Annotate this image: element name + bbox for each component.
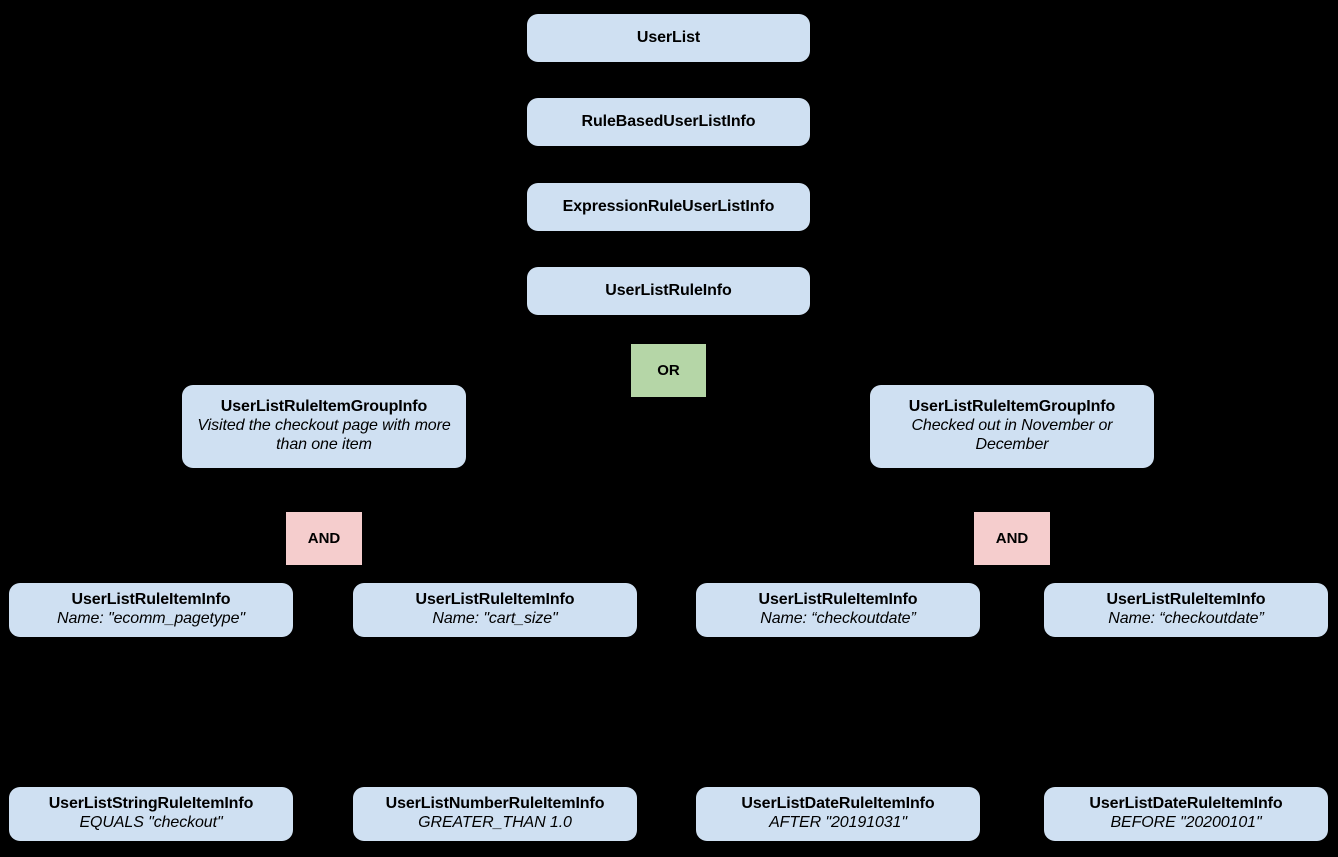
edge-groupleft-item1: [150, 467, 325, 584]
node-rule-item-2[interactable]: UserListRuleItemInfo Name: "cart_size": [353, 583, 637, 637]
node-rule-item-4[interactable]: UserListRuleItemInfo Name: “checkoutdate…: [1044, 583, 1328, 637]
node-leaf-string-rule[interactable]: UserListStringRuleItemInfo EQUALS "check…: [9, 787, 293, 841]
node-title: UserListDateRuleItemInfo: [1089, 795, 1283, 813]
node-subtitle: AFTER "20191031": [769, 814, 907, 831]
node-subtitle: Name: "ecomm_pagetype": [57, 610, 245, 627]
node-userlistruleinfo[interactable]: UserListRuleInfo: [527, 267, 810, 315]
node-group-right[interactable]: UserListRuleItemGroupInfo Checked out in…: [870, 385, 1154, 468]
operator-label: AND: [307, 529, 341, 547]
node-title: UserListDateRuleItemInfo: [741, 795, 935, 813]
node-subtitle: Name: “checkoutdate”: [760, 610, 916, 627]
node-title: UserListStringRuleItemInfo: [48, 795, 254, 813]
node-rule-item-1[interactable]: UserListRuleItemInfo Name: "ecomm_pagety…: [9, 583, 293, 637]
edge-groupright-item3: [837, 467, 1013, 584]
node-title: UserListRuleItemGroupInfo: [220, 398, 428, 416]
node-title: UserListRuleItemInfo: [758, 591, 918, 609]
node-title: UserListRuleItemInfo: [1106, 591, 1266, 609]
node-leaf-date-rule-before[interactable]: UserListDateRuleItemInfo BEFORE "2020010…: [1044, 787, 1328, 841]
node-title: UserListRuleInfo: [605, 281, 732, 299]
operator-or[interactable]: OR: [631, 344, 706, 397]
node-title: RuleBasedUserListInfo: [581, 112, 756, 130]
node-leaf-date-rule-after[interactable]: UserListDateRuleItemInfo AFTER "20191031…: [696, 787, 980, 841]
operator-and-left[interactable]: AND: [286, 512, 362, 565]
node-rulebaseduserlistinfo[interactable]: RuleBasedUserListInfo: [527, 98, 810, 146]
node-rule-item-3[interactable]: UserListRuleItemInfo Name: “checkoutdate…: [696, 583, 980, 637]
node-subtitle: EQUALS "checkout": [79, 814, 223, 831]
node-expressionruleuserlistinfo[interactable]: ExpressionRuleUserListInfo: [527, 183, 810, 231]
node-subtitle: Visited the checkout page with more than…: [197, 417, 451, 453]
edge-groupright-item4: [1011, 467, 1187, 584]
edge-userlistruleinfo-groupleft: [323, 314, 669, 386]
node-subtitle: Name: “checkoutdate”: [1108, 610, 1264, 627]
node-leaf-number-rule[interactable]: UserListNumberRuleItemInfo GREATER_THAN …: [353, 787, 637, 841]
node-title: UserListNumberRuleItemInfo: [385, 795, 605, 813]
node-title: ExpressionRuleUserListInfo: [562, 197, 775, 215]
node-subtitle: BEFORE "20200101": [1110, 814, 1262, 831]
node-title: UserListRuleItemGroupInfo: [908, 398, 1116, 416]
node-title: UserList: [636, 28, 701, 46]
node-title: UserListRuleItemInfo: [71, 591, 231, 609]
operator-label: AND: [995, 529, 1029, 547]
edge-userlistruleinfo-groupright: [667, 314, 1013, 386]
node-group-left[interactable]: UserListRuleItemGroupInfo Visited the ch…: [182, 385, 466, 468]
node-subtitle: GREATER_THAN 1.0: [418, 814, 572, 831]
node-title: UserListRuleItemInfo: [415, 591, 575, 609]
edge-groupleft-item2: [323, 467, 496, 584]
operator-label: OR: [657, 361, 680, 379]
operator-and-right[interactable]: AND: [974, 512, 1050, 565]
node-userlist[interactable]: UserList: [527, 14, 810, 62]
node-subtitle: Name: "cart_size": [432, 610, 558, 627]
node-subtitle: Checked out in November or December: [911, 417, 1113, 453]
edge-group: [150, 62, 1187, 787]
